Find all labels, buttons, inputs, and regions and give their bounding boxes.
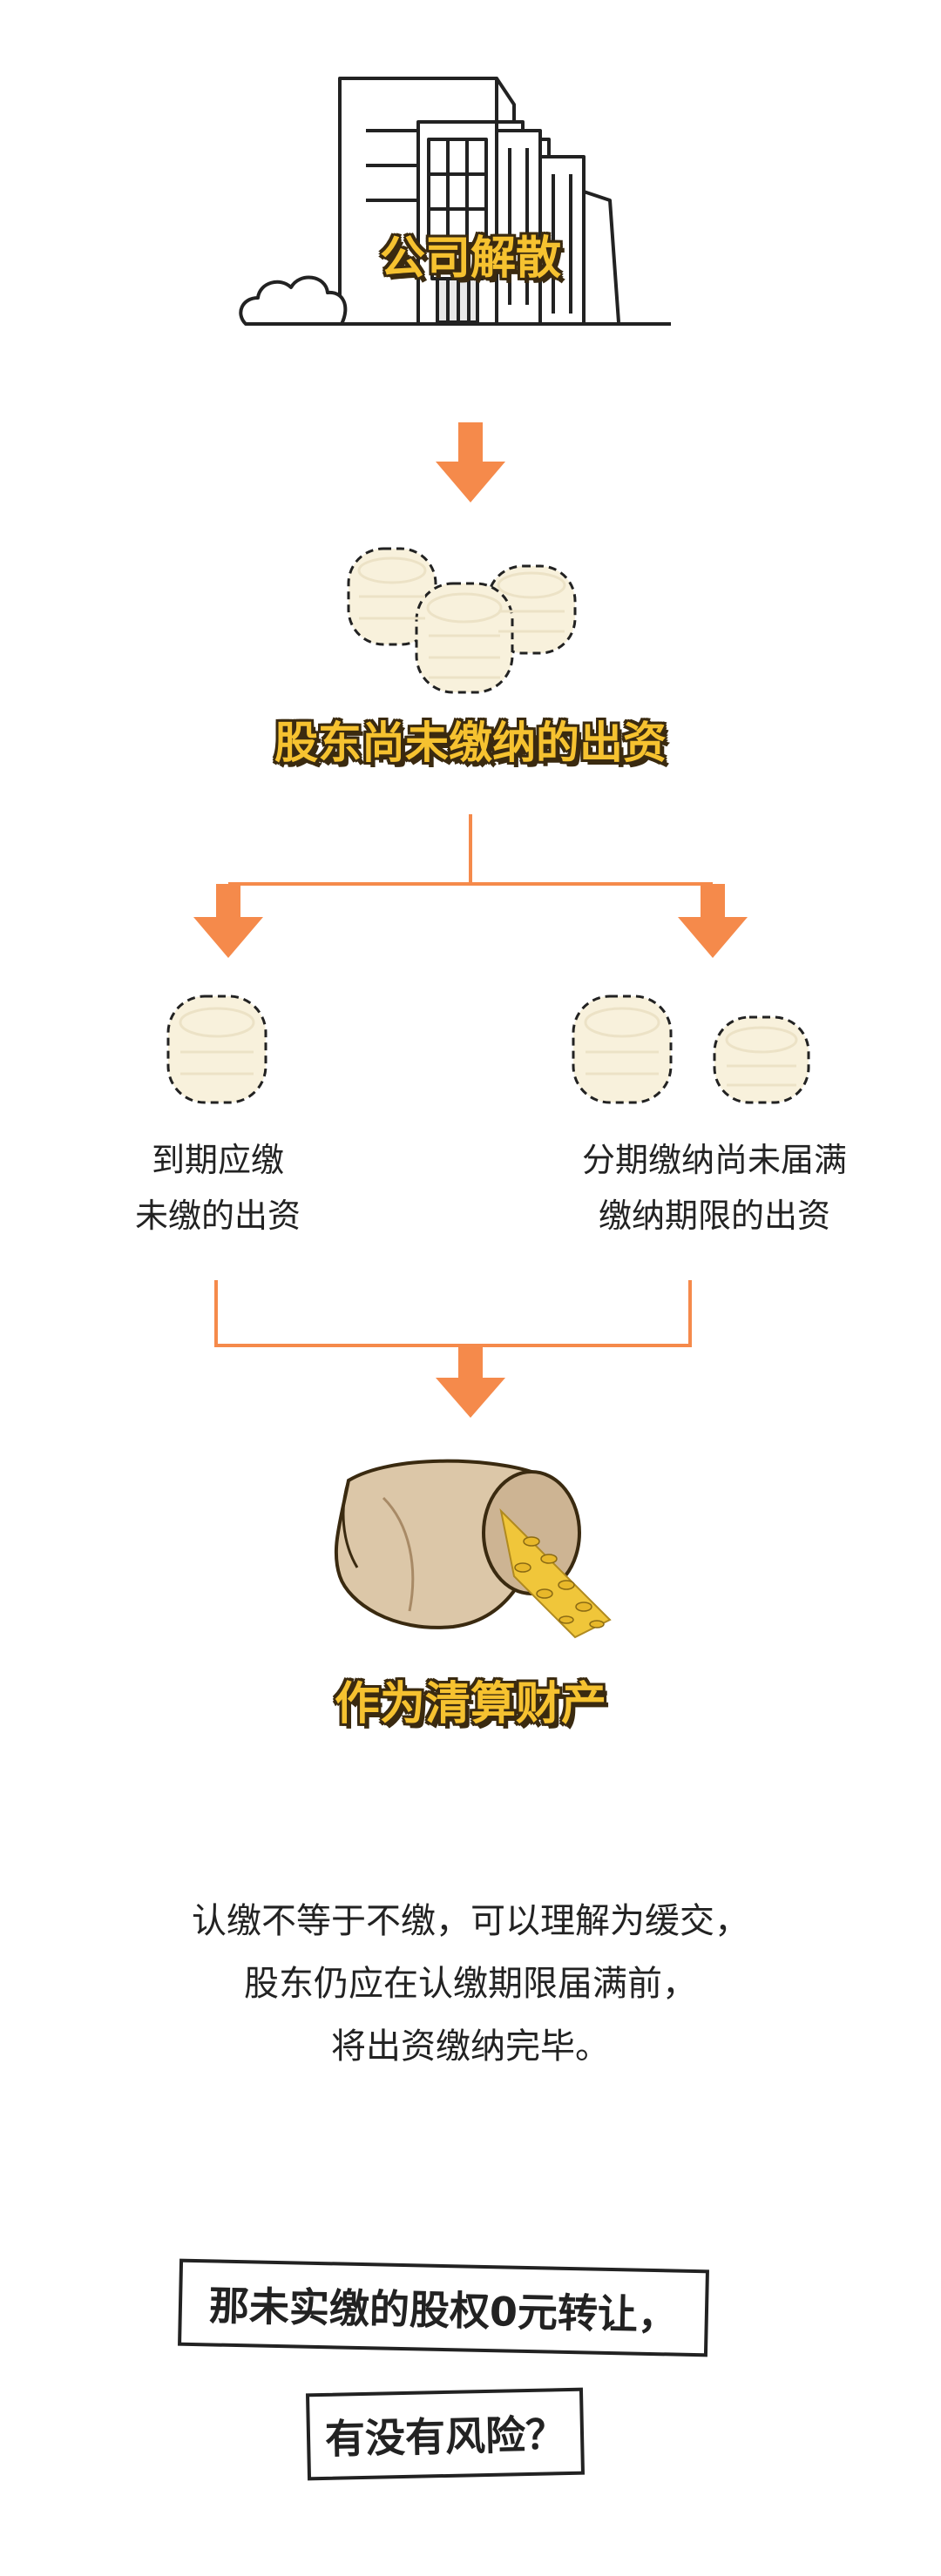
coin-stacks-right-illustration [572,995,810,1104]
arrow-down-icon [678,884,748,958]
money-bag-illustration [334,1459,612,1639]
branch-connector [193,814,748,958]
coin-stack-left-illustration [166,995,267,1104]
explanation-line2: 股东仍应在认缴期限届满前， [244,1964,697,2004]
merge-connector [214,1280,692,1418]
arrow-down-icon [436,422,505,502]
question-box-line2: 有没有风险？ [305,2387,586,2481]
question-box-line1: 那未实缴的股权0元转让， [178,2258,709,2357]
branch-left-label: 到期应缴 未缴的出资 [87,1132,349,1244]
explanation-line1: 认缴不等于不缴，可以理解为缓交， [192,1901,749,1941]
branch-right-line2: 缴纳期限的出资 [598,1197,830,1235]
explanation-line3: 将出资缴纳完毕。 [331,2026,610,2067]
arrow-down-icon [436,1345,505,1418]
branch-left-line1: 到期应缴 [151,1141,284,1179]
step-liquidation-assets: 作为清算财产 [334,1678,606,1730]
branch-right-label: 分期缴纳尚未届满 缴纳期限的出资 [505,1132,924,1244]
branch-left-line2: 未缴的出资 [134,1197,301,1235]
step-company-dissolution: 公司解散 [379,233,561,285]
arrow-down-icon [193,884,263,958]
branch-right-line1: 分期缴纳尚未届满 [581,1141,847,1179]
step-unpaid-capital: 股东尚未缴纳的出资 [274,718,667,768]
building-illustration [239,77,671,326]
coin-stacks-illustration [347,547,577,694]
